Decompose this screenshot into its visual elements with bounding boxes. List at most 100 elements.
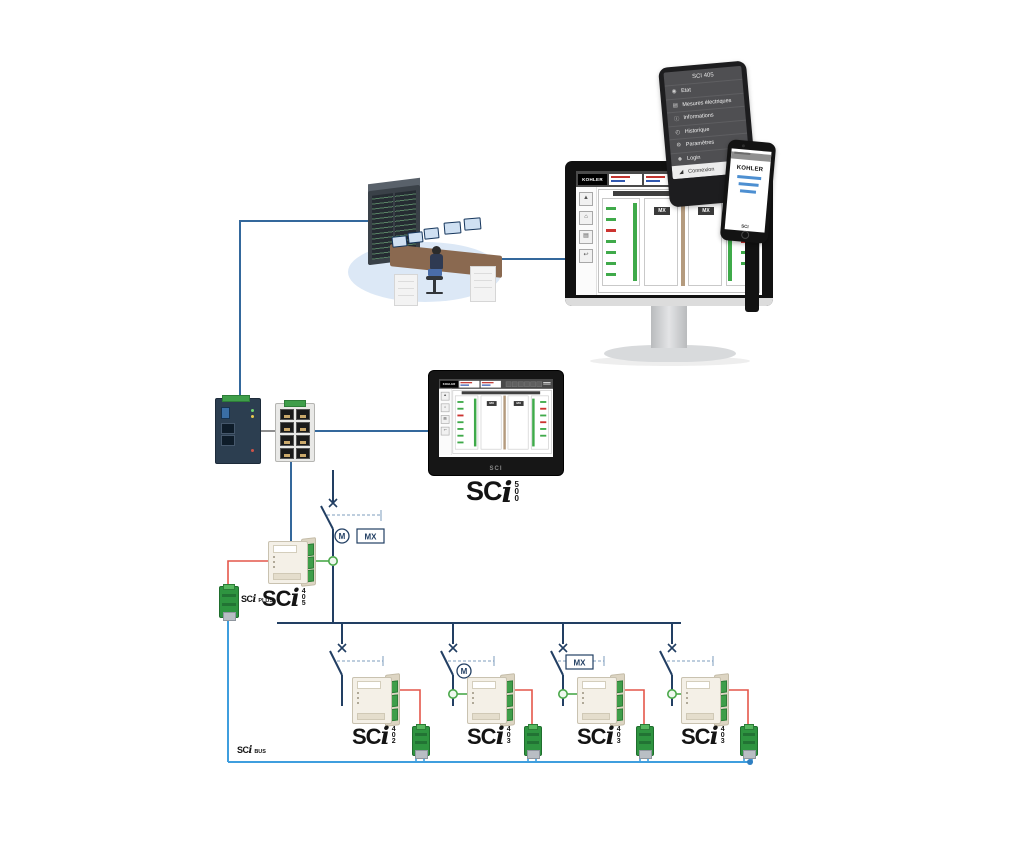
motor-main-label: M: [339, 532, 346, 541]
phone-link[interactable]: [738, 182, 759, 187]
source-status-box: [480, 380, 501, 388]
home-button[interactable]: [740, 230, 750, 240]
green-node-rings: [327, 555, 677, 699]
phone-app-header: [730, 150, 772, 162]
sci-500-touch-panel: KOHLER ▲ ⌂ ▤: [428, 370, 564, 476]
panel-etched-logo: SCI: [489, 466, 503, 472]
phone-model-label: SCI: [740, 223, 749, 230]
scada-clock: [543, 381, 552, 387]
sci-405-controller: [268, 537, 316, 587]
sidebar-button[interactable]: ▲: [579, 192, 593, 206]
meter-icon: ▤: [672, 102, 679, 109]
oneline-lines: [277, 470, 681, 706]
info-icon: ⓘ: [673, 116, 680, 124]
red-wires: [227, 560, 749, 726]
mimic-mx-label: MX: [654, 207, 670, 215]
monitor-base: [604, 345, 736, 362]
source-status-box: [609, 173, 642, 185]
sidebar-button[interactable]: ▤: [440, 415, 450, 424]
wall-monitor: [463, 217, 482, 231]
desk-monitor: [423, 227, 440, 240]
operator-legs: [428, 269, 442, 276]
phone-camera: [741, 144, 746, 148]
mimic-mx-label: MX: [486, 401, 497, 406]
desk-monitor: [407, 231, 424, 244]
status-led: [251, 449, 254, 452]
sci-403-controller: [467, 673, 515, 727]
history-icon: ◴: [675, 129, 681, 136]
sidebar-button[interactable]: ▤: [579, 230, 593, 244]
single-line-mimic: MX MX: [452, 390, 552, 454]
ethernet-port: [221, 423, 235, 434]
sci-403-controller: [577, 673, 625, 727]
operator-person: [432, 246, 441, 255]
mimic-header-bar: [461, 391, 541, 395]
mimic-busbar: [681, 198, 685, 286]
switch-terminal: [284, 400, 306, 407]
mx-main-label: MX: [365, 533, 378, 542]
phone-link[interactable]: [737, 175, 762, 180]
cabinet-left: [454, 395, 479, 450]
phone-link[interactable]: [739, 189, 757, 194]
sidebar-button[interactable]: ▲: [440, 391, 450, 401]
sci-plus-module: [219, 584, 239, 621]
mimic-mx-label: MX: [513, 401, 524, 406]
mimic-busbar: [503, 395, 506, 450]
scada-sidebar: ▲ ⌂ ▤ ↩: [576, 187, 597, 295]
toolbar-button[interactable]: [511, 381, 518, 387]
bus-end-node: [747, 759, 753, 765]
ethernet-port: [221, 435, 235, 446]
sidebar-button[interactable]: ⌂: [440, 403, 450, 413]
source-status-box: [459, 380, 480, 388]
status-led: [251, 415, 254, 418]
sci-403-controller: [681, 673, 729, 727]
mimic-mx-label: MX: [698, 207, 714, 215]
sidebar-button[interactable]: ↩: [579, 249, 593, 263]
source-status-box: [644, 173, 677, 185]
phone-screen: KOHLER SCI: [724, 148, 772, 233]
toolbar-button[interactable]: [518, 381, 524, 387]
chair-post: [433, 280, 436, 292]
toolbar-button[interactable]: [505, 381, 512, 387]
kohler-logo: KOHLER: [440, 380, 459, 388]
bus-connector-module: [740, 724, 758, 759]
desk-drawers: [470, 266, 496, 302]
toolbar-button[interactable]: [536, 381, 542, 387]
breaker-contact-marks: [328, 498, 677, 653]
industrial-router: [215, 395, 261, 464]
scada-header: KOHLER: [439, 379, 553, 389]
gauge-icon: ◉: [671, 88, 677, 96]
monitor-chin: [565, 298, 773, 306]
sidebar-button[interactable]: ↩: [440, 426, 450, 436]
desk-monitor: [391, 235, 408, 248]
sci-402-controller: [352, 673, 400, 727]
scada-sidebar: ▲ ⌂ ▤ ↩: [439, 388, 452, 456]
router-terminal: [222, 395, 250, 402]
status-led: [251, 409, 254, 412]
motor-symbols: M M: [334, 528, 472, 679]
monitor-stand: [651, 306, 687, 348]
cabinet-mid-right: MX: [688, 198, 722, 286]
user-icon: ☻: [676, 156, 684, 163]
toolbar-button[interactable]: [524, 381, 530, 387]
toolbar-button[interactable]: [530, 381, 536, 387]
cabinet-mid-left: MX: [644, 198, 678, 286]
wall-monitor: [443, 221, 462, 235]
sidebar-button[interactable]: ⌂: [579, 211, 593, 225]
bus-connector-module: [636, 724, 654, 759]
control-room-illustration: [348, 177, 506, 320]
cabinet-mid-right: MX: [507, 395, 529, 450]
chair-base: [426, 292, 443, 294]
connect-icon: ◢: [678, 168, 684, 176]
motor-branch-label: M: [461, 667, 468, 676]
mx-branch-label: MX: [574, 659, 587, 668]
